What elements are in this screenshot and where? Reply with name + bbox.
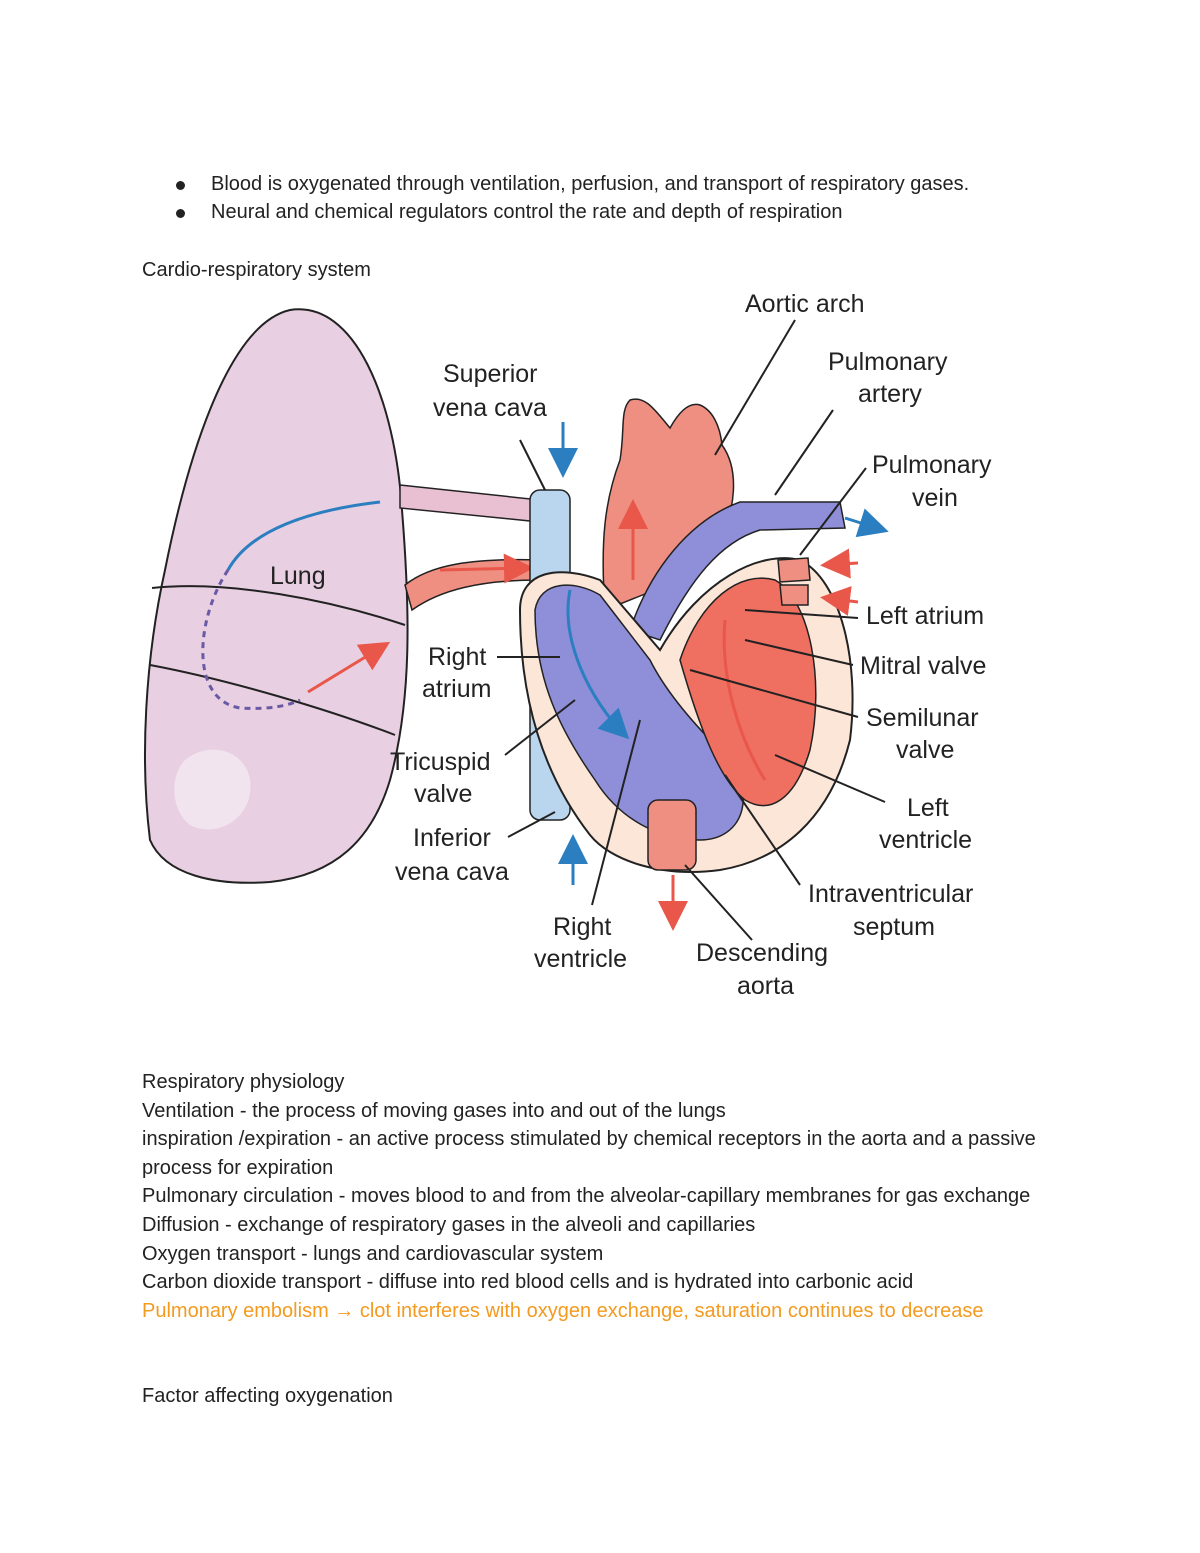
- label-lung: Lung: [270, 562, 326, 590]
- physiology-line: Ventilation - the process of moving gase…: [142, 1099, 726, 1122]
- label-tricuspid-valve: valve: [414, 780, 472, 808]
- label-tricuspid-valve: Tricuspid: [390, 748, 491, 776]
- label-pulmonary-artery: artery: [858, 380, 922, 408]
- lung-fissure: [149, 664, 396, 736]
- factor-title: Factor affecting oxygenation: [142, 1385, 393, 1407]
- label-left-ventricle: Left: [907, 794, 949, 822]
- label-superior-vena-cava: vena cava: [433, 394, 547, 422]
- label-aortic-arch: Aortic arch: [745, 290, 864, 318]
- section-title: Cardio-respiratory system: [142, 259, 371, 281]
- lung-highlight: [174, 749, 251, 830]
- physiology-line: inspiration /expiration - an active proc…: [142, 1128, 1036, 1179]
- bullet-dot: [176, 209, 185, 218]
- lung-shape: [144, 308, 409, 884]
- label-right-ventricle: ventricle: [534, 945, 627, 973]
- lung-fissure: [151, 585, 406, 626]
- label-left-atrium: Left atrium: [866, 602, 984, 630]
- label-pulmonary-vein: vein: [912, 484, 958, 512]
- right-heart-chamber: [534, 584, 744, 841]
- label-pulmonary-vein: Pulmonary: [872, 451, 992, 479]
- bullet-list: Blood is oxygenated through ventilation,…: [176, 170, 969, 226]
- physiology-line: Oxygen transport - lungs and cardiovascu…: [142, 1242, 604, 1265]
- pulmonary-vein-shape: [777, 557, 811, 583]
- pulmonary-vessel: [399, 484, 541, 523]
- lung-dashed-path: [201, 569, 301, 710]
- label-pulmonary-artery: Pulmonary: [828, 348, 948, 376]
- label-descending-aorta: Descending: [696, 939, 828, 967]
- vessel-oxy-arrow: [439, 553, 534, 584]
- label-inferior-vena-cava: Inferior: [413, 824, 491, 852]
- physiology-highlight: Pulmonary embolism → clot interferes wit…: [142, 1299, 984, 1322]
- label-intraventricular-septum: septum: [853, 913, 935, 941]
- leader-lines: [497, 319, 886, 941]
- bullet-item: Neural and chemical regulators control t…: [176, 198, 969, 226]
- label-right-atrium: atrium: [422, 675, 491, 703]
- bullet-dot: [176, 181, 185, 190]
- lung-deoxy-path: [226, 500, 381, 571]
- descending-aorta-shape: [647, 799, 697, 871]
- label-inferior-vena-cava: vena cava: [395, 858, 509, 886]
- physiology-line: Diffusion - exchange of respiratory gase…: [142, 1213, 756, 1236]
- pv-oxy-arrow: [820, 548, 859, 579]
- label-superior-vena-cava: Superior: [443, 360, 538, 388]
- label-mitral-valve: Mitral valve: [860, 652, 986, 680]
- rv-deoxy-flow: [566, 589, 630, 740]
- physiology-line: Pulmonary circulation - moves blood to a…: [142, 1185, 1031, 1208]
- label-descending-aorta: aorta: [737, 972, 794, 1000]
- lung-oxy-arrow: [307, 641, 391, 694]
- pa-deoxy-arrow: [844, 508, 889, 538]
- pulmonary-vein-shape: [779, 584, 809, 606]
- label-right-ventricle: Right: [553, 913, 611, 941]
- respiratory-physiology-section: Respiratory physiology Ventilation - the…: [142, 1068, 1072, 1325]
- label-right-atrium: Right: [428, 643, 486, 671]
- physiology-line: Carbon dioxide transport - diffuse into …: [142, 1271, 914, 1294]
- physiology-title: Respiratory physiology: [142, 1071, 345, 1093]
- label-left-ventricle: ventricle: [879, 826, 972, 854]
- lv-oxy-flow: [722, 619, 767, 781]
- bullet-text: Blood is oxygenated through ventilation,…: [211, 173, 970, 195]
- cardio-respiratory-diagram: Aortic arch Pulmonary artery Pulmonary v…: [144, 290, 992, 1000]
- label-intraventricular-septum: Intraventricular: [808, 880, 973, 908]
- pv-oxy-arrow: [820, 586, 859, 616]
- left-heart-chamber: [679, 577, 817, 807]
- pulmonary-artery-shape: [629, 501, 846, 641]
- bullet-text: Neural and chemical regulators control t…: [211, 201, 843, 223]
- bullet-item: Blood is oxygenated through ventilation,…: [176, 170, 969, 198]
- label-semilunar-valve: Semilunar: [866, 704, 979, 732]
- label-semilunar-valve: valve: [896, 736, 954, 764]
